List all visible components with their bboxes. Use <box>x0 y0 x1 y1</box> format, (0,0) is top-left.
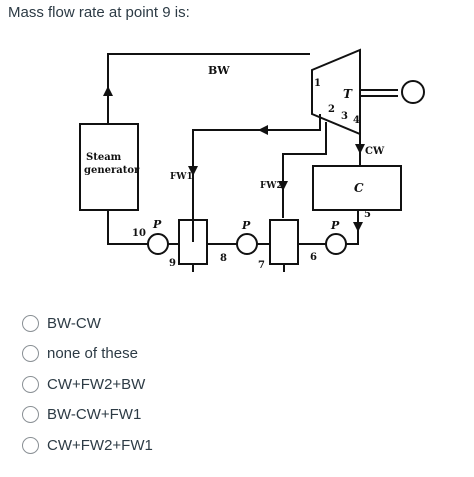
option-label: BW-CW <box>47 314 101 332</box>
option-label: CW+FW2+FW1 <box>47 436 153 454</box>
label-bw: BW <box>208 64 230 77</box>
pump-2 <box>236 233 258 255</box>
flow-arrows <box>103 86 365 232</box>
label-point-7: 7 <box>258 260 265 271</box>
pump-3 <box>325 233 347 255</box>
condensate-line <box>346 210 359 245</box>
bw-line <box>107 53 310 124</box>
line-10 <box>107 210 148 245</box>
label-point-10: 10 <box>132 228 146 239</box>
fw1-line <box>192 114 321 242</box>
label-point-3: 3 <box>341 111 348 122</box>
label-pump-1: P <box>152 218 162 231</box>
fw2-line <box>282 122 327 218</box>
feedwater-heater-2 <box>269 219 299 265</box>
label-pump-2: P <box>241 219 251 232</box>
arrow-condensate <box>353 222 363 232</box>
option-5[interactable]: CW+FW2+FW1 <box>22 430 153 461</box>
arrow-bw <box>103 86 113 96</box>
arrow-fw1 <box>188 166 198 176</box>
arrow-fw1-horizontal <box>258 125 268 135</box>
label-turbine: T <box>343 87 353 101</box>
label-pump-3: P <box>330 219 340 232</box>
label-point-5: 5 <box>364 209 371 220</box>
label-point-6: 6 <box>310 252 317 263</box>
option-3[interactable]: CW+FW2+BW <box>22 369 153 400</box>
label-fw2: FW2 <box>260 181 283 191</box>
option-4[interactable]: BW-CW+FW1 <box>22 400 153 431</box>
radio-button[interactable] <box>22 375 39 393</box>
label-fw1: FW1 <box>170 172 193 182</box>
rankine-cycle-diagram: BW T CW C Steam generator FW1 FW2 P P P … <box>58 26 444 298</box>
option-label: none of these <box>47 345 138 363</box>
arrow-fw2 <box>278 181 288 191</box>
question-text: Mass flow rate at point 9 is: <box>8 4 190 21</box>
option-label: CW+FW2+BW <box>47 375 146 393</box>
radio-button[interactable] <box>22 314 39 332</box>
option-2[interactable]: none of these <box>22 339 153 370</box>
radio-button[interactable] <box>22 436 39 454</box>
label-point-8: 8 <box>220 253 227 264</box>
label-steam: Steam <box>86 152 122 163</box>
radio-button[interactable] <box>22 406 39 424</box>
arrow-cw <box>355 144 365 154</box>
diagram-svg: BW T CW C Steam generator FW1 FW2 P P P … <box>79 48 425 272</box>
generator-circle <box>401 80 425 104</box>
label-cw: CW <box>365 146 385 157</box>
label-point-1: 1 <box>314 78 321 89</box>
label-point-4: 4 <box>353 115 360 126</box>
label-condenser: C <box>354 181 364 195</box>
label-generator: generator <box>84 165 140 176</box>
pump-1 <box>147 233 169 255</box>
label-point-2: 2 <box>328 104 335 115</box>
radio-button[interactable] <box>22 345 39 363</box>
answer-options: BW-CW none of these CW+FW2+BW BW-CW+FW1 … <box>22 308 153 461</box>
option-label: BW-CW+FW1 <box>47 406 142 424</box>
label-point-9: 9 <box>169 258 176 269</box>
option-1[interactable]: BW-CW <box>22 308 153 339</box>
